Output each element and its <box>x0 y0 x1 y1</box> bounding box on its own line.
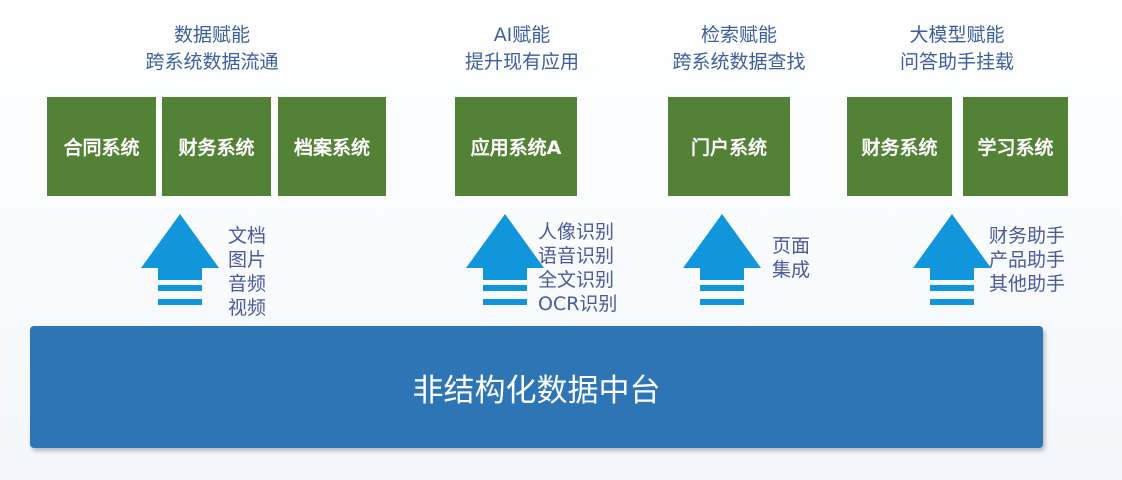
up-arrow-icon <box>466 214 544 305</box>
label: 音频 <box>228 273 267 295</box>
group-4-caption: 大模型赋能问答助手挂载 <box>837 22 1077 76</box>
system-box: 档案系统 <box>278 97 386 196</box>
system-box: 财务系统 <box>162 97 271 196</box>
label: 视频 <box>228 297 267 319</box>
label: 语音识别 <box>538 245 615 267</box>
up-arrow-icon <box>683 214 761 305</box>
caption-subtitle: 问答助手挂载 <box>899 51 1014 73</box>
label: 文档 <box>228 225 267 247</box>
caption-subtitle: 提升现有应用 <box>464 51 579 73</box>
caption-title: 检索赋能 <box>700 24 777 46</box>
caption-title: AI赋能 <box>493 24 551 46</box>
up-arrow-icon <box>141 214 219 305</box>
group-1-caption: 数据赋能跨系统数据流通 <box>92 22 332 76</box>
system-box: 门户系统 <box>668 97 790 196</box>
system-box: 应用系统A <box>455 97 577 196</box>
assistant-labels: 财务助手产品助手其他助手 <box>989 224 1065 296</box>
label: 其他助手 <box>989 273 1066 295</box>
caption-title: 数据赋能 <box>173 24 250 46</box>
platform-bar: 非结构化数据中台 <box>30 326 1043 448</box>
label: 集成 <box>772 259 811 281</box>
search-labels: 页面集成 <box>772 234 810 282</box>
caption-subtitle: 跨系统数据查找 <box>672 51 806 73</box>
label: 人像识别 <box>538 221 615 243</box>
group-3-caption: 检索赋能跨系统数据查找 <box>619 22 859 76</box>
label: 财务助手 <box>989 225 1066 247</box>
system-box: 学习系统 <box>963 97 1068 196</box>
label: 全文识别 <box>538 269 615 291</box>
label: 产品助手 <box>989 249 1066 271</box>
group-2-caption: AI赋能提升现有应用 <box>402 22 642 76</box>
caption-title: 大模型赋能 <box>909 24 1005 46</box>
system-box: 合同系统 <box>47 97 156 196</box>
label: 页面 <box>772 235 811 257</box>
system-box: 财务系统 <box>847 97 952 196</box>
label: OCR识别 <box>538 293 618 315</box>
up-arrow-icon <box>913 214 991 305</box>
label: 图片 <box>228 249 267 271</box>
caption-subtitle: 跨系统数据流通 <box>145 51 279 73</box>
data-type-labels: 文档图片音频视频 <box>228 224 266 320</box>
